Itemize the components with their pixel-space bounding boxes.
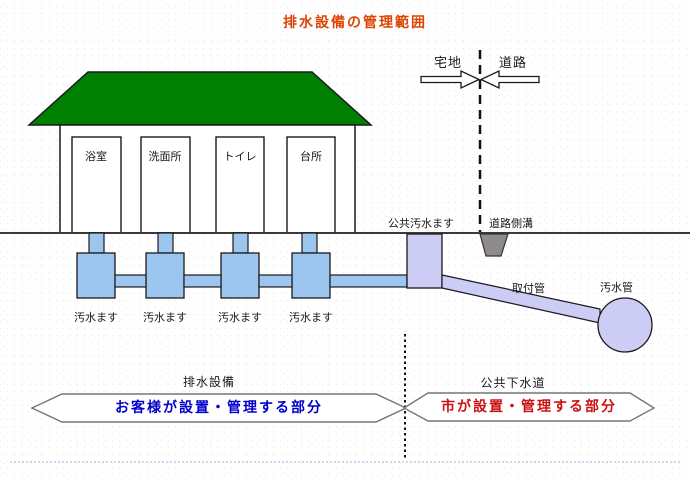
room-label-kitchen: 台所 — [300, 151, 322, 163]
drain-pipe-horizontal — [114, 274, 147, 288]
basin-label: 汚水ます — [218, 312, 262, 324]
drain-pipe-horizontal — [183, 274, 222, 288]
drain-pipe-vertical — [301, 232, 318, 254]
page-title: 排水設備の管理範囲 — [283, 14, 427, 30]
sewer-pipe-circle — [597, 297, 653, 353]
zone-label-residential: 宅地 — [433, 55, 463, 70]
arrow-right-icon — [420, 69, 481, 90]
basin-label: 汚水ます — [143, 312, 187, 324]
sewage-basin-box — [145, 252, 185, 299]
public-sewage-basin-box — [406, 233, 443, 289]
room-toilet-box — [215, 136, 265, 234]
public-basin-label: 公共汚水ます — [388, 218, 454, 230]
house-roof — [27, 71, 373, 126]
sewer-pipe-label: 汚水管 — [600, 282, 633, 294]
sewage-basin-box — [220, 252, 260, 299]
room-label-washroom: 洗面所 — [148, 151, 182, 163]
legend-heading-drainage: 排水設備 — [182, 375, 236, 389]
legend-heading-public-sewer: 公共下水道 — [480, 376, 546, 390]
customer-scope-banner-text: お客様が設置・管理する部分 — [115, 399, 323, 415]
room-washroom-box — [140, 136, 191, 234]
basin-label: 汚水ます — [74, 312, 118, 324]
drain-pipe-horizontal — [258, 274, 293, 288]
room-kitchen-box — [286, 136, 336, 234]
basin-label: 汚水ます — [289, 312, 333, 324]
connection-pipe-label: 取付管 — [512, 283, 545, 295]
room-label-bathroom: 浴室 — [85, 151, 107, 163]
zone-label-road: 道路 — [498, 55, 528, 70]
sewage-basin-box — [291, 252, 331, 299]
road-gutter-shape — [479, 233, 509, 257]
room-label-toilet: トイレ — [223, 151, 257, 163]
arrow-left-icon — [479, 69, 540, 90]
drain-pipe-vertical — [232, 232, 249, 254]
road-gutter-label: 道路側溝 — [489, 218, 533, 230]
drain-pipe-horizontal — [329, 274, 408, 288]
drain-pipe-vertical — [88, 232, 105, 254]
sewage-basin-box — [76, 252, 116, 299]
city-scope-banner-shape — [402, 392, 656, 422]
city-scope-banner-text: 市が設置・管理する部分 — [441, 398, 617, 414]
drain-pipe-vertical — [157, 232, 174, 254]
